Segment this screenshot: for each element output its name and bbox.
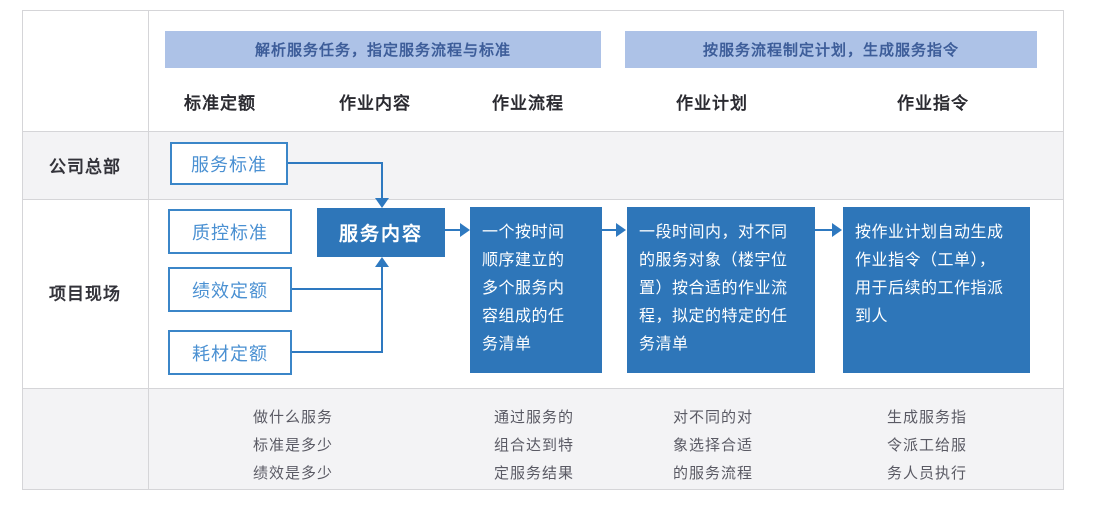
row-footnotes-background (23, 389, 1063, 489)
node-quality-control-standard-label: 质控标准 (192, 222, 268, 243)
phase2-banner-label: 按服务流程制定计划，生成服务指令 (702, 42, 959, 59)
footnote-standard-quota: 做什么服务 标准是多少 绩效是多少 (252, 409, 334, 482)
node-service-content-label: 服务内容 (338, 224, 423, 245)
row-label-project-site: 项目现场 (49, 284, 121, 304)
grid-line-3 (22, 388, 1064, 389)
col-header-work-process: 作业流程 (492, 94, 564, 113)
grid-line-1 (22, 131, 1064, 132)
node-task-list-description: 一个按时间 顺序建立的 多个服务内 容组成的任 务清单 (470, 207, 602, 373)
col-header-work-content: 作业内容 (339, 94, 411, 113)
node-service-standard: 服务标准 (170, 142, 288, 185)
row-label-headquarters: 公司总部 (49, 157, 121, 177)
grid-line-2 (22, 199, 1064, 200)
phase1-banner: 解析服务任务，指定服务流程与标准 (165, 31, 601, 68)
footnote-work-process: 通过服务的 组合达到特 定服务结果 (493, 409, 575, 482)
arrow-right-to-task-list-icon (460, 223, 470, 237)
node-performance-quota-label: 绩效定额 (192, 280, 268, 301)
node-consumables-quota-label: 耗材定额 (192, 343, 268, 364)
connector-service-standard-horizontal (288, 162, 383, 164)
node-service-content: 服务内容 (317, 208, 445, 257)
node-work-plan-description: 一段时间内，对不同 的服务对象（楼宇位 置）按合适的作业流 程，拟定的特定的任 … (627, 207, 815, 373)
node-service-standard-label: 服务标准 (191, 154, 267, 175)
node-consumables-quota: 耗材定额 (168, 330, 292, 375)
phase1-banner-label: 解析服务任务，指定服务流程与标准 (254, 42, 511, 59)
col-header-work-plan: 作业计划 (676, 94, 748, 113)
node-quality-control-standard: 质控标准 (168, 209, 292, 254)
phase2-banner: 按服务流程制定计划，生成服务指令 (625, 31, 1037, 68)
arrow-right-to-work-order-icon (832, 223, 842, 237)
footnote-work-plan: 对不同的对 象选择合适 的服务流程 (672, 409, 754, 482)
arrow-right-to-work-plan-icon (616, 223, 626, 237)
col-header-work-order: 作业指令 (897, 94, 969, 113)
arrow-down-into-service-content-icon (375, 198, 389, 208)
connector-quotas-vertical (381, 266, 383, 353)
connector-service-standard-vertical (381, 162, 383, 199)
label-column-divider (148, 10, 149, 490)
connector-consumables-quota-horizontal (292, 351, 383, 353)
connector-process-to-plan-line (602, 229, 617, 231)
connector-plan-to-order-line (815, 229, 833, 231)
connector-content-to-process-line (445, 229, 461, 231)
node-performance-quota: 绩效定额 (168, 267, 292, 312)
connector-performance-quota-horizontal (292, 288, 383, 290)
node-work-order-description: 按作业计划自动生成 作业指令（工单）， 用于后续的工作指派 到人 (843, 207, 1030, 373)
footnote-work-order: 生成服务指 令派工给服 务人员执行 (886, 409, 968, 482)
arrow-up-into-service-content-icon (375, 257, 389, 267)
col-header-standard-quota: 标准定额 (184, 94, 256, 113)
